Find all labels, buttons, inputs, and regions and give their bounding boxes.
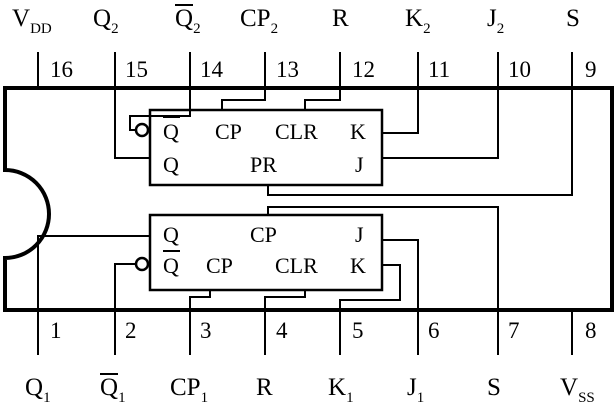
flipflop-1-qbar-bubble [134,256,150,272]
ff1-cp-top-label: CP [250,222,277,247]
pin-number-11: 11 [428,57,450,82]
ff1-j-label: J [355,222,364,247]
pin-name-cp1: CP1 [170,374,208,406]
pin-name-q1: Q1 [25,374,51,406]
ff1-cp-label: CP [206,253,233,278]
pin-name-s-top: S [566,5,580,32]
pin-number-2: 2 [125,318,137,343]
pin-name-q2-bar: Q2 [175,5,201,37]
pin-number-15: 15 [125,57,148,82]
pin-name-q2: Q2 [93,5,119,37]
top-pin-numbers: 16 15 14 13 12 11 10 9 [50,57,597,82]
pin-number-4: 4 [276,318,288,343]
ff1-k-label: K [350,253,366,278]
pin-number-6: 6 [428,318,440,343]
top-pin-names: VDD Q2 Q2 CP2 R K2 J2 S [12,4,580,37]
ff1-qbar-label: Q [163,253,179,278]
pin-number-5: 5 [352,318,364,343]
pin-name-k1: K1 [328,374,354,406]
ff1-q-label: Q [163,222,179,247]
ff1-wiring [37,206,499,310]
bottom-pin-leads [37,310,573,355]
flipflop-2: Q CP CLR K Q PR J [134,108,384,187]
ic-package-outline [3,86,614,312]
ff2-cp-label: CP [215,119,242,144]
pin-name-vss: VSS [560,374,595,406]
pin-number-10: 10 [508,57,531,82]
pin-number-3: 3 [200,318,212,343]
pin-number-16: 16 [50,57,73,82]
pin-name-j1: J1 [407,374,424,406]
pin-number-14: 14 [200,57,224,82]
pin-number-9: 9 [585,57,597,82]
bottom-pin-names: Q1 Q1 CP1 R K1 J1 S VSS [25,373,595,406]
pin-name-r-top: R [332,5,349,32]
flipflop-2-box [148,108,384,187]
ff2-k-label: K [350,119,366,144]
pin-name-s-bottom: S [487,374,501,401]
top-pin-leads [37,52,573,88]
pin-name-r-bottom: R [256,374,273,401]
flipflop-1: Q CP J Q CP CLR K [134,213,384,292]
pin-name-j2: J2 [487,5,504,37]
pin-name-cp2: CP2 [240,5,278,37]
ff2-pr-label: PR [250,152,277,177]
ff2-clr-label: CLR [275,119,318,144]
flipflop-2-qbar-bubble [134,122,150,138]
ff1-clr-label: CLR [275,253,318,278]
pin-number-7: 7 [508,318,520,343]
ff2-qbar-label: Q [163,119,179,144]
pin-number-13: 13 [276,57,299,82]
pin-number-1: 1 [50,318,62,343]
ff2-j-label: J [355,152,364,177]
pin-number-8: 8 [585,318,597,343]
pin-name-k2: K2 [405,5,431,37]
ff2-q-label: Q [163,152,179,177]
pin-number-12: 12 [352,57,375,82]
flipflop-1-box [148,213,384,292]
ff2-wiring [114,88,573,196]
pin-name-q1-bar: Q1 [100,374,126,406]
bottom-pin-numbers: 1 2 3 4 5 6 7 8 [50,318,597,343]
pin-name-vdd: VDD [12,5,52,37]
